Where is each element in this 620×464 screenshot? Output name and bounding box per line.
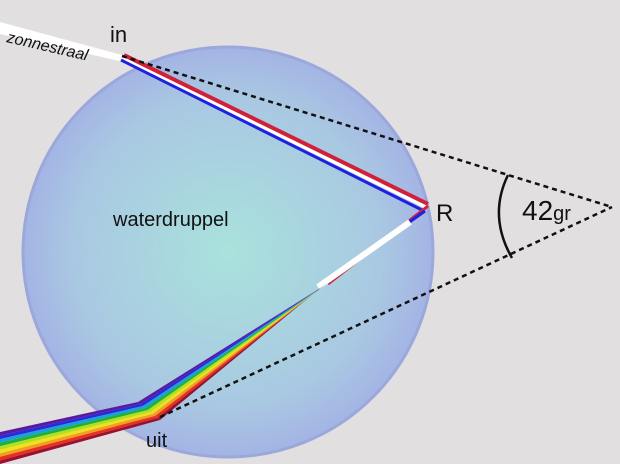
- spectrum-inner-fan: [138, 282, 330, 420]
- entry-label: in: [110, 22, 127, 47]
- spectrum-outer-band: [0, 402, 141, 436]
- spectrum-inner-band: [142, 283, 328, 408]
- water-droplet: [21, 45, 435, 459]
- construction-lines: [121, 54, 613, 419]
- spectrum-inner-band: [145, 284, 326, 410]
- spectrum-inner-band: [138, 282, 330, 404]
- spectrum-inner-band: [157, 289, 320, 420]
- spectrum-outer-band: [0, 410, 151, 450]
- reflection-label: R: [436, 200, 453, 227]
- droplet-label: waterdruppel: [112, 209, 229, 231]
- blue-inner-ray: [120, 58, 425, 213]
- spectrum-outer-band: [0, 414, 156, 457]
- white-reflected-ray: [316, 219, 412, 290]
- spectrum-outer-band: [0, 404, 143, 440]
- spectrum-inner-band: [150, 286, 324, 414]
- angle-arc: [497, 174, 514, 259]
- spectrum-outer-band: [0, 408, 148, 447]
- refracted-rays: [120, 53, 429, 213]
- angle-unit: gr: [553, 203, 571, 225]
- spectrum-inner-band: [152, 287, 322, 416]
- angle-number: 42: [522, 195, 553, 226]
- spectrum-outer-band: [0, 412, 153, 454]
- spectrum-outer-band: [0, 416, 158, 461]
- spectrum-inner-band: [155, 288, 321, 418]
- incoming-extension-line: [121, 54, 613, 209]
- spectrum-inner-band: [140, 282, 329, 406]
- angle-value-label: 42gr: [522, 195, 571, 226]
- exit-label: uit: [146, 430, 168, 452]
- outgoing-extension-line: [159, 205, 613, 419]
- reflected-rays: [316, 204, 429, 290]
- red-inner-ray: [123, 53, 429, 206]
- spectrum-outer-band: [0, 406, 146, 443]
- outgoing-rainbow-band: [0, 402, 160, 464]
- spectrum-inner-band: [147, 285, 325, 412]
- white-inner-ray: [121, 55, 427, 209]
- incoming-sunbeam: [0, 22, 124, 62]
- spectrum-outer-band: [0, 418, 160, 464]
